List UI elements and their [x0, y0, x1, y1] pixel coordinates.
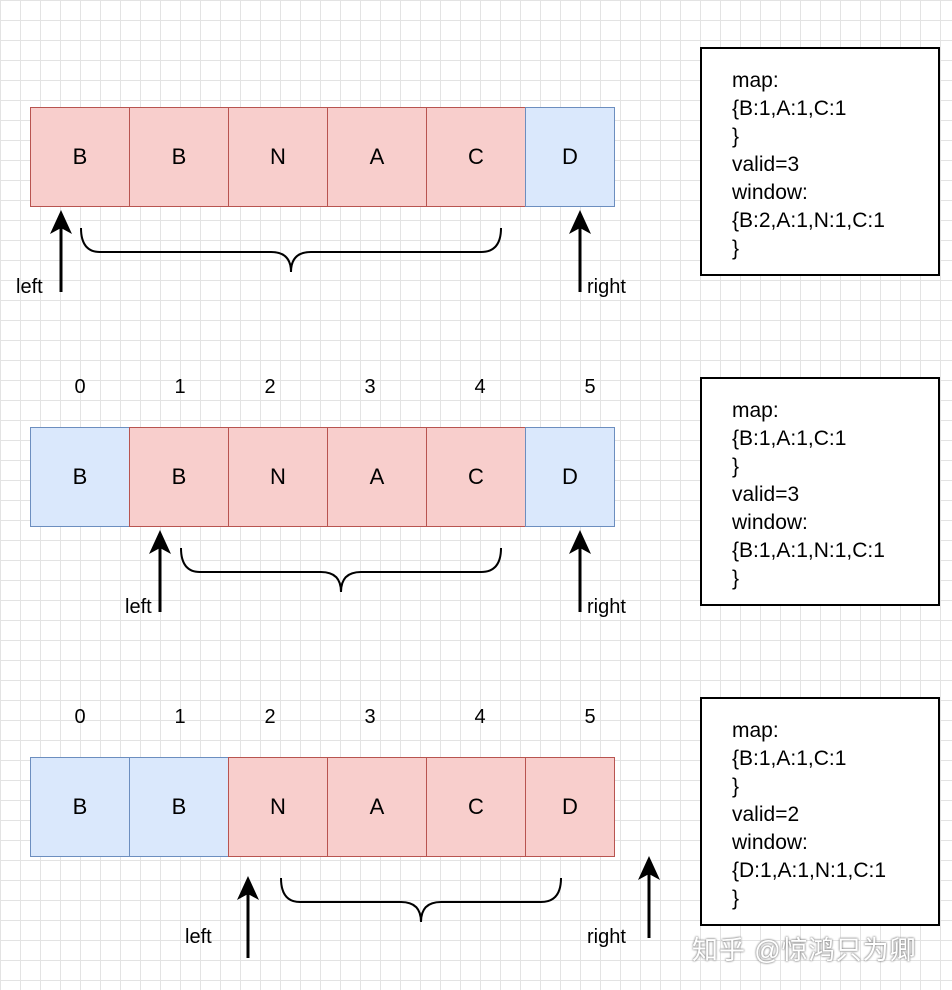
cell-2: N [228, 757, 328, 857]
watermark: 知乎 @惊鸿只为卿 [692, 935, 917, 965]
state-line: } [732, 455, 740, 478]
left-pointer-arrow [149, 530, 171, 612]
cell-4: C [426, 107, 526, 207]
state-line: } [732, 887, 740, 910]
cell-1: B [129, 107, 229, 207]
cell-3: A [327, 427, 427, 527]
state-box: map: {B:1,A:1,C:1 } valid=3 window: {B:2… [700, 47, 940, 276]
index-label: 1 [174, 376, 186, 398]
state-line: } [732, 775, 740, 798]
panel-2: 0 1 2 3 4 5 B B N A C D left right map: … [0, 330, 952, 630]
panel-1: B B N A C D left right map: {B:1,A:1,C:1… [0, 0, 952, 300]
index-label: 4 [474, 376, 486, 398]
state-line: } [732, 125, 740, 148]
left-pointer-arrow [50, 210, 72, 292]
state-box: map: {B:1,A:1,C:1 } valid=3 window: {B:1… [700, 377, 940, 606]
cell-3: A [327, 757, 427, 857]
left-label: left [16, 276, 43, 298]
cell-4: C [426, 757, 526, 857]
window-brace [80, 227, 502, 273]
cell-2: N [228, 427, 328, 527]
index-label: 0 [74, 706, 86, 728]
state-line: {B:1,A:1,N:1,C:1 [732, 539, 885, 562]
state-line: {B:1,A:1,C:1 [732, 427, 847, 450]
right-pointer-arrow [569, 210, 591, 292]
state-box: map: {B:1,A:1,C:1 } valid=2 window: {D:1… [700, 697, 940, 926]
index-label: 2 [264, 706, 276, 728]
state-line: window: [732, 511, 808, 534]
window-brace [280, 877, 562, 923]
index-label: 0 [74, 376, 86, 398]
index-label: 2 [264, 376, 276, 398]
panel-3: 0 1 2 3 4 5 B B N A C D left right map: … [0, 660, 952, 960]
index-label: 3 [364, 706, 376, 728]
right-pointer-arrow [638, 856, 660, 938]
index-label: 5 [584, 376, 596, 398]
state-line: valid=2 [732, 803, 800, 826]
state-line: window: [732, 181, 808, 204]
right-label: right [587, 276, 626, 298]
cell-5: D [525, 757, 615, 857]
state-line: valid=3 [732, 153, 800, 176]
state-line: {B:2,A:1,N:1,C:1 [732, 209, 885, 232]
cell-array: B B N A C D [30, 107, 615, 207]
state-line: {B:1,A:1,C:1 [732, 747, 847, 770]
right-label: right [587, 926, 626, 948]
state-line: {D:1,A:1,N:1,C:1 [732, 859, 887, 882]
state-line: valid=3 [732, 483, 800, 506]
index-label: 5 [584, 706, 596, 728]
window-brace [180, 547, 502, 593]
cell-array: B B N A C D [30, 757, 615, 857]
state-line: window: [732, 831, 808, 854]
cell-4: C [426, 427, 526, 527]
state-line: map: [732, 69, 779, 92]
left-label: left [185, 926, 212, 948]
right-label: right [587, 596, 626, 618]
state-line: } [732, 567, 740, 590]
index-label: 4 [474, 706, 486, 728]
right-pointer-arrow [569, 530, 591, 612]
cell-0: B [30, 757, 130, 857]
state-line: map: [732, 399, 779, 422]
state-line: map: [732, 719, 779, 742]
cell-2: N [228, 107, 328, 207]
cell-5: D [525, 107, 615, 207]
cell-1: B [129, 757, 229, 857]
cell-5: D [525, 427, 615, 527]
state-line: {B:1,A:1,C:1 [732, 97, 847, 120]
state-line: } [732, 237, 740, 260]
left-label: left [125, 596, 152, 618]
cell-3: A [327, 107, 427, 207]
left-pointer-arrow [237, 876, 259, 958]
cell-array: B B N A C D [30, 427, 615, 527]
cell-1: B [129, 427, 229, 527]
index-label: 3 [364, 376, 376, 398]
index-label: 1 [174, 706, 186, 728]
cell-0: B [30, 107, 130, 207]
cell-0: B [30, 427, 130, 527]
